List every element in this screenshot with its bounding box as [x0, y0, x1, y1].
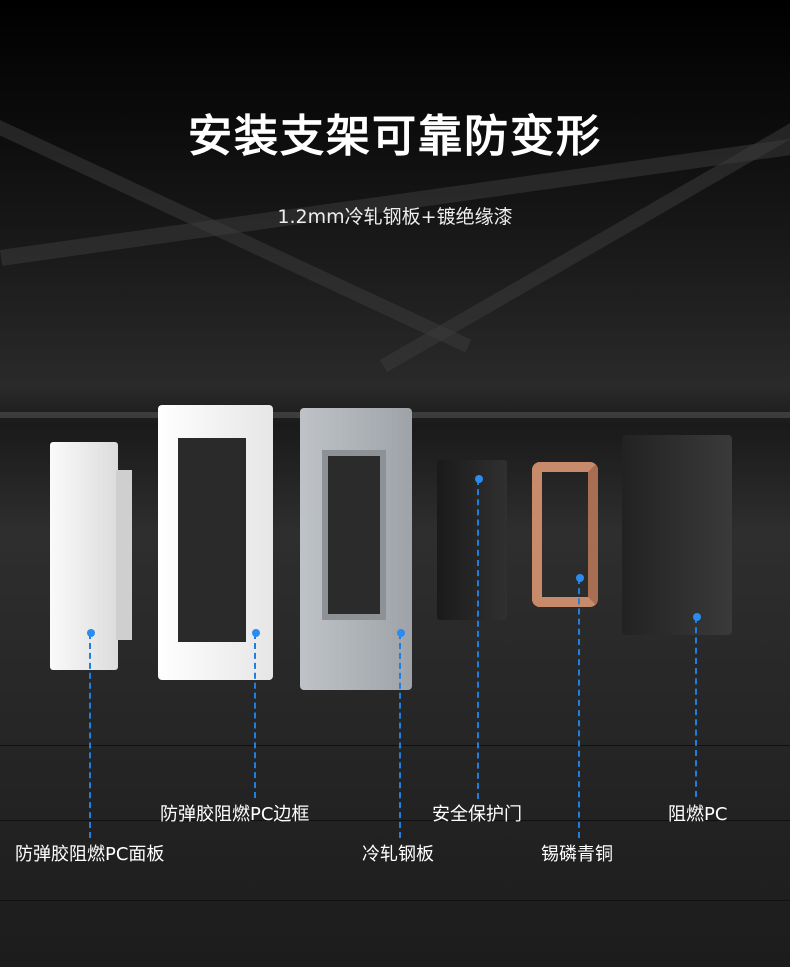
bronze-contact-image — [532, 462, 598, 607]
marker-dot — [475, 475, 483, 483]
label-steel-plate: 冷轧钢板 — [362, 844, 434, 865]
marker-dot — [87, 629, 95, 637]
safety-door-image — [437, 460, 507, 620]
label-bronze: 锡磷青铜 — [541, 844, 613, 865]
base-image — [622, 435, 732, 635]
faceplate-side — [116, 470, 132, 640]
marker-dot — [576, 574, 584, 582]
label-frame: 防弹胶阻燃PC边框 — [160, 804, 310, 825]
label-faceplate: 防弹胶阻燃PC面板 — [15, 844, 165, 865]
label-safety-door: 安全保护门 — [432, 804, 522, 825]
marker-dot — [252, 629, 260, 637]
frame-opening — [178, 438, 246, 642]
label-base: 阻燃PC — [668, 804, 728, 825]
subtitle: 1.2mm冷轧钢板+镀绝缘漆 — [277, 206, 513, 228]
steel-plate-opening — [322, 450, 386, 620]
marker-dot — [693, 613, 701, 621]
faceplate-image — [50, 442, 118, 670]
page-title: 安装支架可靠防变形 — [188, 111, 602, 162]
marker-dot — [397, 629, 405, 637]
